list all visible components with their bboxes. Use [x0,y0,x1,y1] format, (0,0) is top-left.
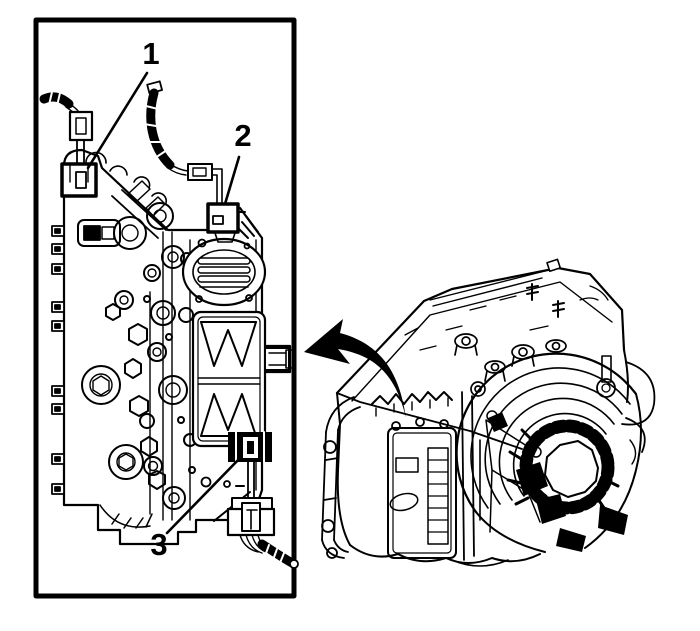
valve-body-illustration [44,73,298,568]
mounting-bosses [405,286,608,396]
leader-2 [225,157,239,204]
connector-3 [228,432,298,568]
callout-1-label: 1 [142,36,160,71]
leader-1 [88,73,147,168]
hardware-clusters [488,412,628,552]
case-top [337,259,628,545]
bell-housing [457,354,641,552]
connector-2 [144,81,245,232]
valve-cover [372,392,474,560]
solenoid-barrel [78,220,120,246]
spring-box [193,312,265,446]
callout-2-label: 2 [234,118,252,153]
break-lines [100,505,152,528]
left-edge-tabs [52,226,64,494]
bolt-heads [82,203,196,509]
transmission-illustration [304,259,654,566]
mount-bracket [322,397,360,558]
top-studs [527,284,564,317]
callout-3-label: 3 [150,527,168,562]
harness-sleeve [151,93,170,165]
callout-leader-lines [88,73,241,533]
leader-3 [167,457,241,533]
side-tab [265,348,293,370]
center-opening [545,441,598,497]
harness-sleeve [44,97,69,104]
connector-1 [44,92,96,196]
direction-arrow-icon [304,319,406,418]
oval-grille [183,239,265,305]
hex-fittings [106,304,165,489]
case-bottom [350,545,540,563]
